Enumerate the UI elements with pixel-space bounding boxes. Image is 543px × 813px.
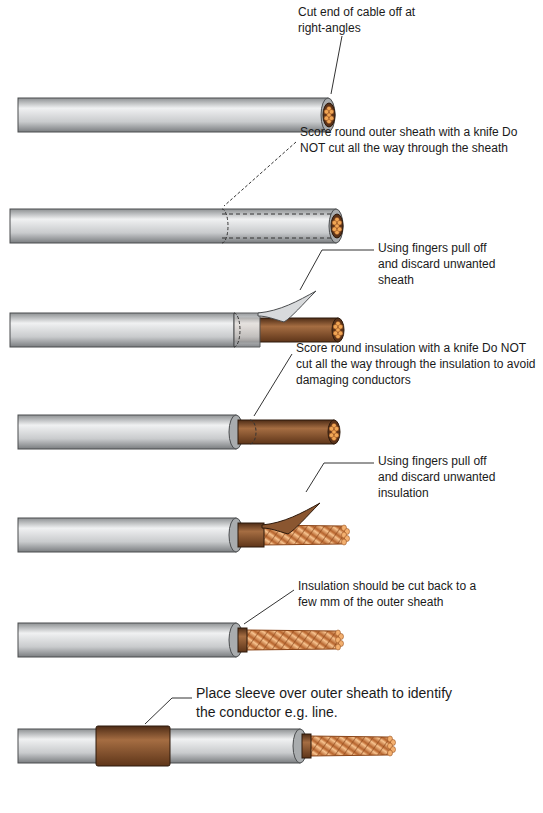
copper-strands [310, 736, 392, 756]
strand-end [329, 116, 334, 121]
conductor-end [332, 318, 344, 342]
callout-text: Using fingers pull off and discard unwan… [378, 453, 496, 502]
outer-sheath [10, 313, 234, 347]
insulation [238, 628, 247, 652]
outer-sheath [18, 623, 236, 657]
outer-sheath [18, 98, 328, 132]
score-mark [234, 313, 240, 347]
callout-text: Using fingers pull off and discard unwan… [378, 240, 496, 289]
strand-tip [388, 750, 393, 756]
hidden-insulation [222, 214, 334, 238]
strand-tip [336, 644, 341, 650]
strand-end [332, 221, 337, 226]
leader-line [306, 463, 374, 492]
strand-end [329, 433, 334, 438]
sheath-end [329, 209, 343, 243]
leader-line [331, 36, 342, 94]
conductor-end [331, 214, 343, 238]
strand-end [332, 227, 337, 232]
copper-strands [246, 630, 340, 650]
peeled-sheath [258, 291, 316, 322]
outer-sheath [18, 518, 236, 552]
conductor-end [328, 420, 340, 444]
outer-sheath [10, 209, 336, 243]
strand-end [324, 116, 329, 121]
strand-end [329, 427, 334, 432]
leader-line [224, 142, 296, 206]
strand-end [338, 325, 343, 330]
callout-text: Place sleeve over outer sheath to identi… [196, 684, 458, 722]
leader-line [145, 698, 192, 724]
strand-end [334, 427, 339, 432]
callout-text: Cut end of cable off at right-angles [298, 4, 420, 36]
leader-line [300, 250, 374, 290]
strand-end [337, 221, 342, 226]
callout-text: Insulation should be cut back to a few m… [298, 578, 484, 610]
peeled-insulation [262, 503, 320, 534]
strand-end [338, 331, 343, 336]
callout-text: Score round outer sheath with a knife Do… [300, 124, 536, 156]
score-mark [250, 420, 256, 444]
loose-sheath [234, 313, 260, 347]
strand-end [333, 331, 338, 336]
strand-end [329, 110, 334, 115]
strand-end [324, 110, 329, 115]
leader-line [244, 590, 294, 624]
strand-end [337, 227, 342, 232]
conductor-end [323, 103, 335, 127]
score-mark [222, 209, 228, 243]
outer-sheath [18, 415, 236, 449]
strand-tip [342, 539, 347, 545]
insulation [238, 523, 264, 547]
strand-end [334, 433, 339, 438]
strand-end [333, 325, 338, 330]
insulation [302, 734, 311, 758]
callout-text: Score round insulation with a knife Do N… [296, 340, 536, 389]
insulation [238, 420, 334, 444]
leader-line [254, 354, 292, 416]
identification-sleeve [96, 726, 170, 766]
